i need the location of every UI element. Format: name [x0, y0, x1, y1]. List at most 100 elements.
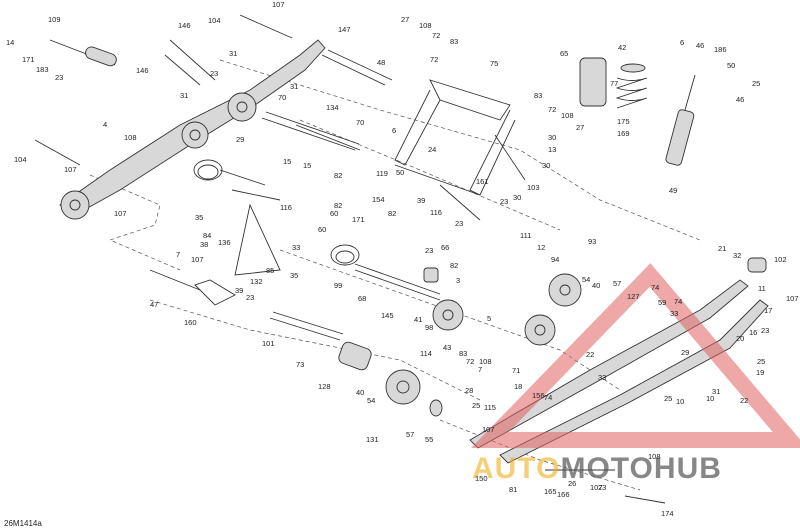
callout-label: 127 [627, 292, 640, 301]
callout-label: 31 [712, 387, 720, 396]
callout-label: 23 [598, 483, 606, 492]
callout-label: 48 [377, 58, 385, 67]
callout-label: 171 [22, 55, 35, 64]
callout-labels: 1091417118323104107146146312331312914770… [6, 0, 799, 518]
callout-label: 57 [613, 279, 621, 288]
callout-label: 108 [561, 111, 574, 120]
callout-label: 35 [290, 271, 298, 280]
callout-label: 15 [283, 157, 291, 166]
callout-label: 83 [450, 37, 458, 46]
callout-label: 66 [441, 243, 449, 252]
callout-label: 16 [749, 328, 757, 337]
callout-label: 17 [764, 306, 772, 315]
callout-label: 101 [262, 339, 275, 348]
callout-label: 147 [338, 25, 351, 34]
callout-label: 108 [419, 21, 432, 30]
callout-label: 73 [296, 360, 304, 369]
callout-label: 31 [290, 82, 298, 91]
callout-label: 186 [714, 45, 727, 54]
callout-label: 25 [757, 357, 765, 366]
callout-label: 165 [544, 487, 557, 496]
callout-label: 22 [740, 396, 748, 405]
callout-label: 3 [456, 276, 460, 285]
callout-label: 104 [14, 155, 27, 164]
callout-label: 116 [430, 208, 442, 217]
shafts [149, 49, 481, 371]
callout-label: 14 [6, 38, 14, 47]
callout-label: 55 [425, 435, 433, 444]
callout-label: 107 [272, 0, 285, 9]
callout-label: 107 [64, 165, 77, 174]
idler-wheels [385, 267, 582, 417]
callout-label: 25 [664, 394, 672, 403]
callout-label: 102 [774, 255, 787, 264]
callout-label: 6 [680, 38, 684, 47]
callout-label: 94 [551, 255, 559, 264]
callout-label: 5 [487, 314, 491, 323]
callout-label: 161 [476, 177, 489, 186]
callout-label: 39 [235, 286, 243, 295]
callout-label: 7 [176, 250, 180, 259]
callout-label: 84 [203, 231, 211, 240]
watermark-triangle-icon [471, 263, 800, 448]
callout-label: 30 [513, 193, 521, 202]
callout-label: 20 [736, 334, 744, 343]
callout-label: 25 [472, 401, 480, 410]
callout-label: 60 [318, 225, 326, 234]
callout-label: 74 [674, 297, 682, 306]
callout-label: 47 [150, 300, 158, 309]
front-suspension-rail [34, 14, 326, 220]
callout-label: 74 [651, 283, 659, 292]
callout-label: 42 [618, 43, 626, 52]
callout-label: 175 [617, 117, 630, 126]
callout-label: 40 [356, 388, 364, 397]
callout-label: 99 [334, 281, 342, 290]
callout-label: 83 [459, 349, 467, 358]
callout-label: 116 [280, 203, 292, 212]
callout-label: 72 [466, 357, 474, 366]
callout-label: 82 [388, 209, 396, 218]
callout-label: 104 [208, 16, 221, 25]
callout-label: 134 [326, 103, 339, 112]
callout-label: 35 [195, 213, 203, 222]
torsion-spring-center [194, 203, 360, 306]
rear-arm-assembly [394, 79, 526, 196]
callout-label: 85 [266, 266, 274, 275]
callout-label: 174 [661, 509, 674, 518]
callout-label: 81 [509, 485, 517, 494]
callout-label: 30 [542, 161, 550, 170]
callout-label: 50 [396, 168, 404, 177]
callout-label: 108 [124, 133, 137, 142]
callout-label: 23 [761, 326, 769, 335]
callout-label: 183 [36, 65, 49, 74]
callout-label: 12 [537, 243, 545, 252]
callout-label: 132 [250, 277, 263, 286]
callout-label: 46 [696, 41, 704, 50]
callout-label: 33 [292, 243, 300, 252]
callout-label: 27 [576, 123, 584, 132]
callout-label: 166 [557, 490, 570, 499]
callout-label: 107 [590, 483, 603, 492]
callout-label: 70 [278, 93, 286, 102]
callout-label: 119 [376, 169, 388, 178]
callout-label: 23 [425, 246, 433, 255]
callout-label: 7 [478, 365, 482, 374]
callout-label: 24 [428, 145, 436, 154]
callout-label: 39 [417, 196, 425, 205]
callout-label: 33 [598, 373, 606, 382]
callout-label: 32 [733, 251, 741, 260]
callout-label: 107 [191, 255, 204, 264]
callout-label: 50 [727, 61, 735, 70]
callout-label: 72 [432, 31, 440, 40]
callout-label: 6 [392, 126, 396, 135]
callout-label: 82 [334, 201, 342, 210]
callout-label: 54 [367, 396, 375, 405]
callout-label: 77 [610, 79, 618, 88]
callout-label: 29 [236, 135, 244, 144]
callout-label: 26 [568, 479, 576, 488]
callout-label: 72 [548, 105, 556, 114]
callout-label: 15 [303, 161, 311, 170]
callout-label: 31 [229, 49, 237, 58]
callout-label: 23 [55, 73, 63, 82]
